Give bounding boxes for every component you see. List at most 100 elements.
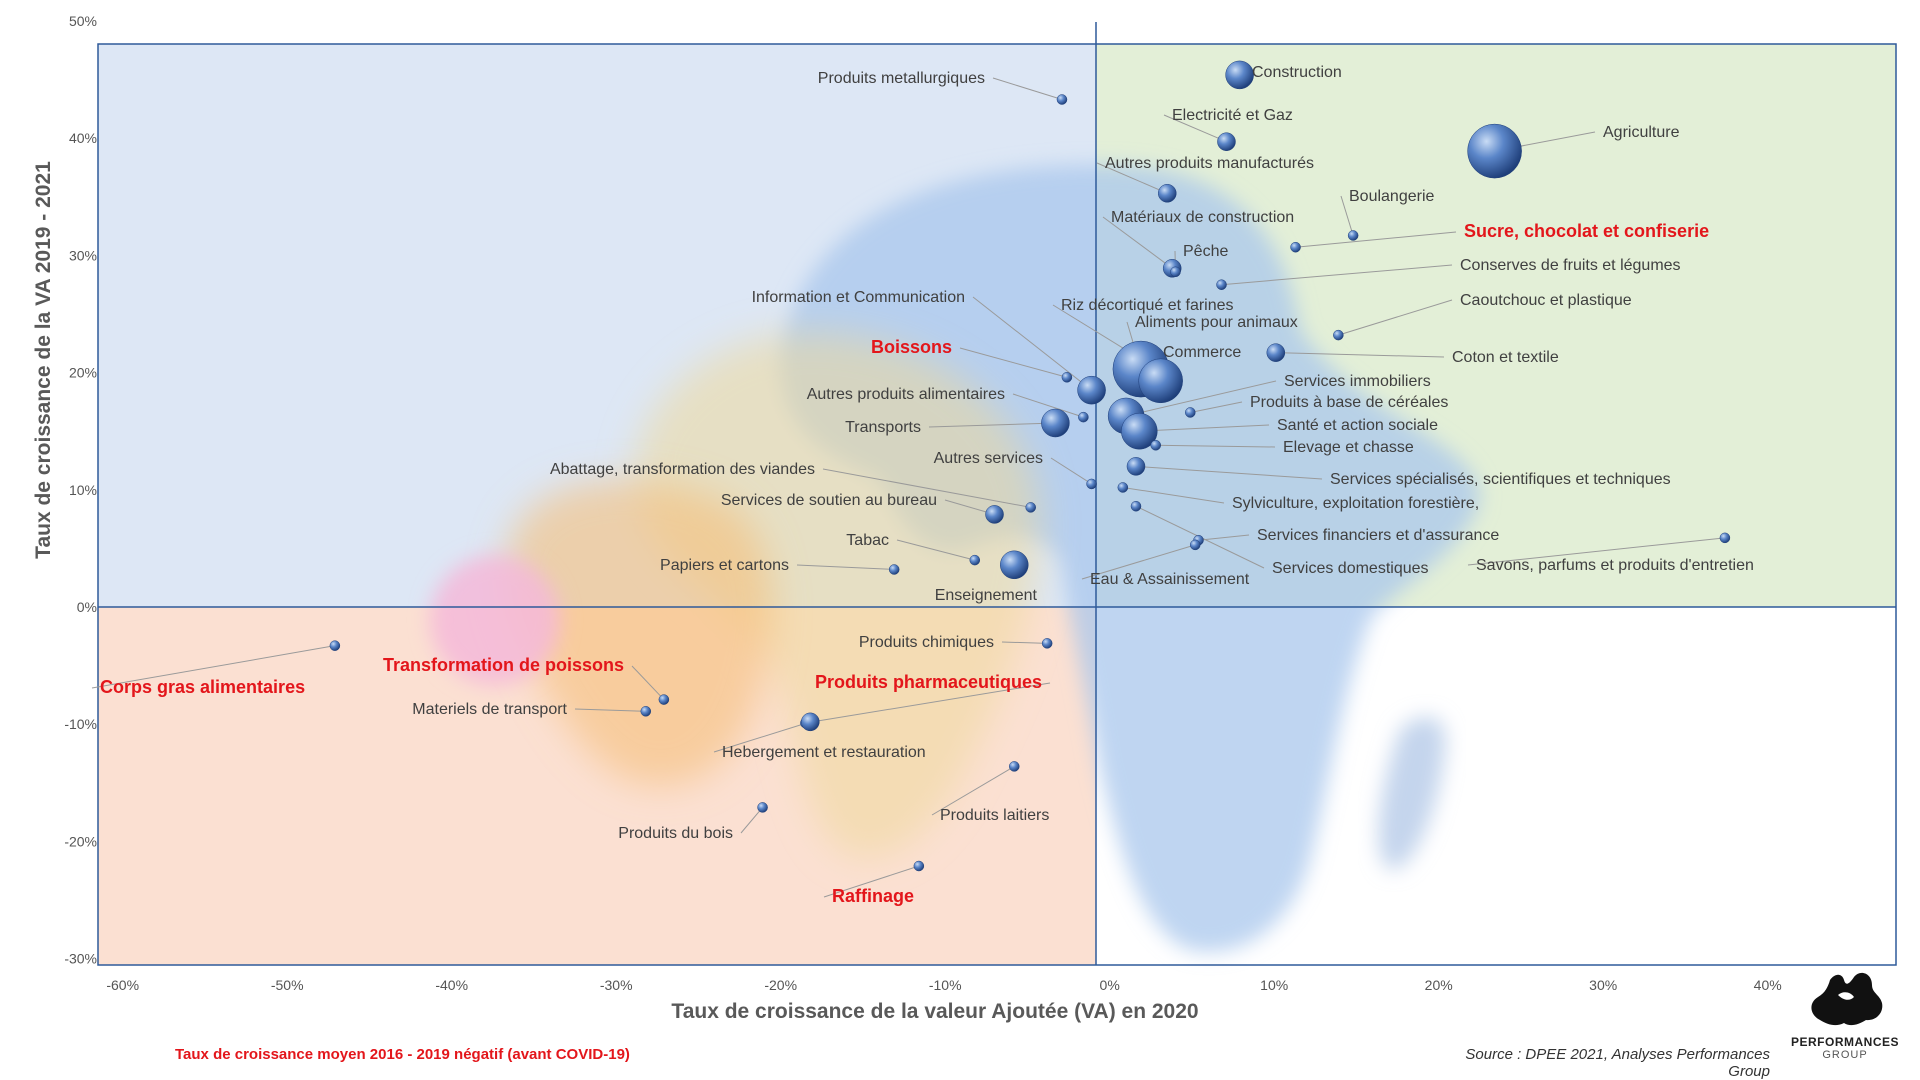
bubble xyxy=(801,712,820,732)
y-tick-label: 30% xyxy=(69,247,97,263)
bubble xyxy=(1290,241,1301,253)
point-label: Services spécialisés, scientifiques et t… xyxy=(1330,471,1671,488)
leader-line xyxy=(972,296,1092,391)
point-label: Agriculture xyxy=(1603,124,1680,141)
leader-line xyxy=(713,721,811,753)
point-label: Produits à base de céréales xyxy=(1250,394,1448,411)
bubble xyxy=(1266,343,1286,362)
point-label: Produits pharmaceutiques xyxy=(815,672,1042,692)
bubble xyxy=(658,694,670,705)
leader-line xyxy=(1012,393,1084,418)
point-label: Sylviculture, exploitation forestière, xyxy=(1232,495,1479,512)
point-label: Elevage et chasse xyxy=(1283,439,1414,456)
y-tick-label: -10% xyxy=(64,716,97,732)
leader-line xyxy=(1295,231,1457,248)
bubble xyxy=(1189,539,1201,551)
point-label: Produits du bois xyxy=(618,825,733,842)
leader-line xyxy=(805,682,1051,724)
y-tick-label: -30% xyxy=(64,951,97,967)
point-label: Savons, parfums et produits d'entretien xyxy=(1476,557,1754,574)
bubble xyxy=(1333,329,1344,341)
x-tick-label: -50% xyxy=(271,977,304,993)
blob-pink xyxy=(430,555,560,685)
bubble xyxy=(1467,123,1522,179)
leader-line xyxy=(822,468,1031,508)
point-label: Coton et textile xyxy=(1452,349,1559,366)
leader-line xyxy=(796,564,895,570)
leader-line xyxy=(896,539,975,561)
x-tick-label: -30% xyxy=(600,977,633,993)
bubble xyxy=(1150,440,1161,451)
bubble xyxy=(1719,532,1731,544)
x-tick-label: 40% xyxy=(1754,977,1782,993)
source-note: Source : DPEE 2021, Analyses Performance… xyxy=(1465,1046,1770,1080)
point-label: Conserves de fruits et légumes xyxy=(1460,257,1681,274)
leader-line xyxy=(1050,457,1092,485)
bubble xyxy=(1086,478,1097,490)
leader-line xyxy=(1163,114,1227,143)
point-label: Services immobiliers xyxy=(1284,373,1431,390)
point-label: Services financiers et d'assurance xyxy=(1257,527,1499,544)
blob-orange xyxy=(503,479,772,786)
blob-blue xyxy=(780,164,1480,952)
point-label: Aliments pour animaux xyxy=(1135,314,1298,331)
leader-line xyxy=(91,645,335,689)
bubble xyxy=(757,802,768,813)
leader-line xyxy=(1052,304,1135,356)
leader-line xyxy=(1198,534,1250,541)
x-tick-label: -40% xyxy=(435,977,468,993)
leader-line xyxy=(1122,486,1225,504)
point-label: Raffinage xyxy=(832,886,914,906)
leader-line xyxy=(1338,299,1453,336)
point-label: Pêche xyxy=(1183,243,1228,260)
point-label: Caoutchouc et plastique xyxy=(1460,292,1632,309)
logo-mark-icon xyxy=(1811,972,1883,1026)
y-tick-label: -20% xyxy=(64,833,97,849)
point-label: Produits metallurgiques xyxy=(818,70,985,87)
bubble xyxy=(1056,94,1068,105)
point-label: Produits chimiques xyxy=(859,634,994,651)
bubble xyxy=(1077,375,1106,405)
leader-line xyxy=(931,765,1015,816)
leader-lines xyxy=(91,77,1725,898)
point-label: Autres produits manufacturés xyxy=(1105,155,1314,172)
point-label: Santé et action sociale xyxy=(1277,417,1438,434)
bubble xyxy=(969,554,981,566)
bubble xyxy=(1225,60,1254,90)
bubble xyxy=(1041,638,1053,649)
leader-line xyxy=(1155,444,1276,448)
bubble xyxy=(1041,408,1070,438)
bubble xyxy=(913,860,925,872)
bubble xyxy=(1216,279,1227,290)
point-label: Papiers et cartons xyxy=(660,557,789,574)
leader-line xyxy=(1135,465,1323,480)
point-label: Construction xyxy=(1252,64,1342,81)
point-label: Produits laitiers xyxy=(940,807,1049,824)
y-tick-label: 50% xyxy=(69,13,97,29)
leader-line xyxy=(1096,162,1168,194)
x-tick-label: -60% xyxy=(106,977,139,993)
x-tick-label: -20% xyxy=(764,977,797,993)
bubble xyxy=(1217,132,1236,151)
point-label: Abattage, transformation des viandes xyxy=(550,461,815,478)
leader-line xyxy=(928,422,1056,428)
y-tick-label: 0% xyxy=(77,599,97,615)
point-label: Transports xyxy=(845,419,921,436)
point-label: Sucre, chocolat et confiserie xyxy=(1464,221,1709,241)
leader-line xyxy=(1190,401,1243,413)
point-label: Commerce xyxy=(1163,344,1241,361)
bubble xyxy=(1117,482,1129,493)
bubbles xyxy=(329,60,1731,872)
y-axis-title: Taux de croissance de la VA 2019 - 2021 xyxy=(32,161,55,559)
quadrant-border xyxy=(97,43,1897,966)
bubble xyxy=(1061,372,1073,383)
bubble xyxy=(1170,266,1181,278)
point-label: Services de soutien au bureau xyxy=(721,492,937,509)
point-label: Boulangerie xyxy=(1349,188,1435,205)
leader-line xyxy=(740,807,763,834)
leader-line xyxy=(1126,380,1277,417)
point-label: Materiels de transport xyxy=(412,701,567,718)
point-label: Tabac xyxy=(846,532,889,549)
bubble xyxy=(1121,412,1158,450)
